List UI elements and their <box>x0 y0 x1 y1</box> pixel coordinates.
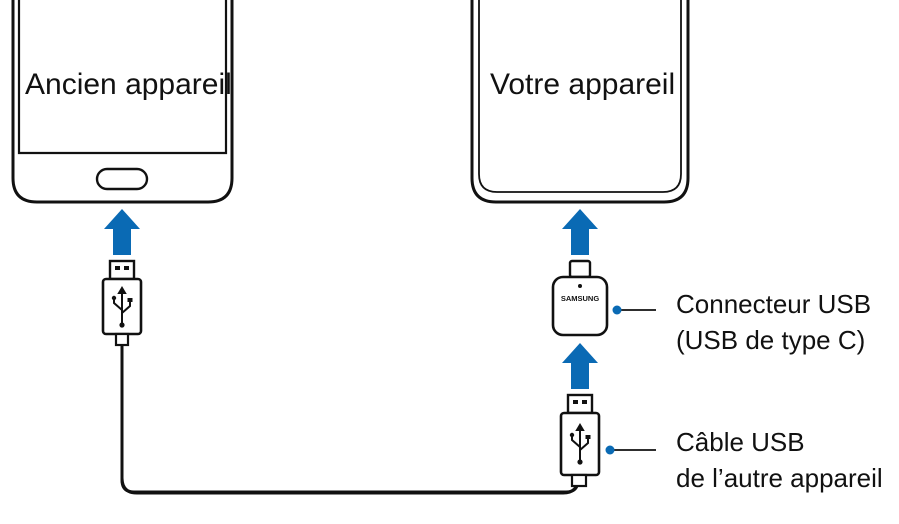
usb-c-adapter-body <box>551 275 609 337</box>
cable-callout-line1: Câble USB <box>676 427 805 457</box>
right-usb-plug <box>559 393 601 488</box>
usb-c-connector: SAMSUNG <box>551 259 609 337</box>
callout-dot <box>605 445 615 455</box>
usb-cable-wire <box>120 345 580 494</box>
connector-callout-line2: (USB de type C) <box>676 325 866 355</box>
usb-plug-strain-relief <box>570 473 588 488</box>
your-device-label: Votre appareil <box>490 68 676 101</box>
usb-c-tip <box>568 259 592 279</box>
cable-callout-leader <box>605 445 656 455</box>
home-button-icon <box>95 167 149 191</box>
usb-plug-strain-relief <box>114 332 130 347</box>
your-device-screen <box>478 0 682 193</box>
arrow-up-icon <box>562 209 598 255</box>
connector-callout-line1: Connecteur USB <box>676 289 872 319</box>
old-device-label: Ancien appareil <box>25 68 232 101</box>
cable-callout-line2: de l’autre appareil <box>676 463 883 493</box>
usb-plug-tip <box>566 393 594 415</box>
usb-symbol-icon <box>111 286 133 328</box>
usb-cable-wire-outline <box>120 345 580 495</box>
usb-plug-tip <box>108 259 136 281</box>
old-device-screen <box>17 0 228 155</box>
arrow-up-icon <box>562 343 598 389</box>
your-device-body <box>470 0 690 204</box>
left-usb-plug <box>101 259 143 347</box>
old-device-body <box>11 0 234 204</box>
adapter-brand: SAMSUNG <box>561 294 600 303</box>
usb-symbol-icon <box>569 423 591 465</box>
callout-dot <box>612 305 622 315</box>
old-device <box>11 0 234 204</box>
your-device <box>470 0 690 204</box>
arrow-up-icon <box>104 209 140 255</box>
connector-callout-leader <box>612 305 656 315</box>
